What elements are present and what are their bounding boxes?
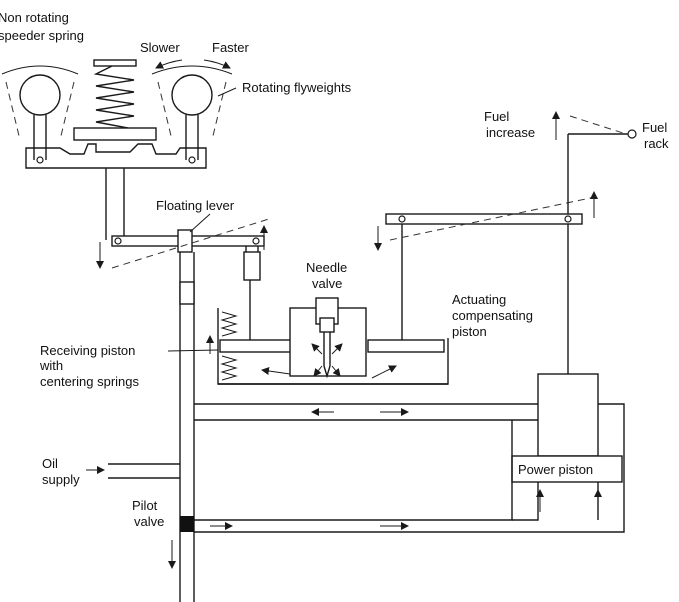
label-receiving-line2: with [39,358,63,373]
compensating-lever [374,111,637,374]
slower-arrow [155,59,183,69]
label-faster: Faster [212,40,250,55]
label-pilot-line2: valve [134,514,164,529]
label-rotating-flyweights: Rotating flyweights [242,80,352,95]
receiving-leader [167,349,219,352]
faster-arrow [203,59,231,69]
left-flyweight [1,65,79,164]
label-receiving-line1: Receiving piston [40,343,135,358]
label-actuating-line3: piston [452,324,487,339]
label-non-rotating-line2: speeder spring [0,28,84,43]
speeder-spring-assembly [1,59,233,240]
label-oil-line1: Oil [42,456,58,471]
label-actuating-line1: Actuating [452,292,506,307]
label-receiving-line3: centering springs [40,374,139,389]
label-actuating-line2: compensating [452,308,533,323]
label-needle-valve-line1: Needle [306,260,347,275]
speeder-spring [73,59,157,141]
label-fuel-increase-line1: Fuel [484,109,509,124]
labels: Non rotating speeder spring Slower Faste… [0,10,669,529]
label-fuel-increase-line2: increase [486,125,535,140]
floating-leader [189,213,211,233]
label-floating-lever: Floating lever [156,198,235,213]
flyweight-leader [217,87,237,97]
pilot-valve-land [180,516,194,532]
compensating-cylinder [206,222,449,385]
label-oil-line2: supply [42,472,80,487]
floating-lever [96,217,273,281]
label-needle-valve-line2: valve [312,276,342,291]
label-fuel-rack-line2: rack [644,136,669,151]
label-fuel-rack-line1: Fuel [642,120,667,135]
label-power-piston: Power piston [518,462,593,477]
label-non-rotating-line1: Non rotating [0,10,69,25]
right-flyweight [151,65,233,164]
label-slower: Slower [140,40,180,55]
label-pilot-line1: Pilot [132,498,158,513]
power-piston-assembly [86,373,625,533]
pilot-valve-stem [168,252,195,602]
